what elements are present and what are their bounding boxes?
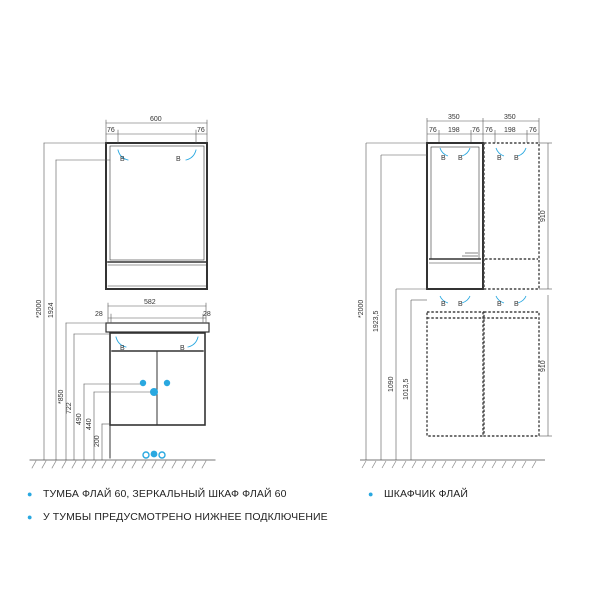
right-height-2000: *2000 [358, 300, 365, 318]
right-inset-6: 76 [529, 127, 537, 134]
legend-item-bottom-connection: ● У ТУМБЫ ПРЕДУСМОТРЕНО НИЖНЕЕ ПОДКЛЮЧЕНИ… [27, 511, 328, 523]
left-height-722: 722 [66, 402, 73, 414]
legend-text: ШКАФЧИК ФЛАЙ [384, 488, 469, 500]
right-width-dimensions [426, 118, 540, 143]
upper-cabinet [426, 142, 484, 290]
right-inset-5: 198 [504, 127, 516, 134]
upper-hinge-4: B [514, 155, 519, 162]
legend-text: У ТУМБЫ ПРЕДУСМОТРЕНО НИЖНЕЕ ПОДКЛЮЧЕНИЕ [43, 511, 328, 523]
mirror-inset-left-label: 76 [107, 127, 115, 134]
mirror-hinge-marks [117, 149, 197, 161]
plumbing-connections [139, 379, 171, 459]
left-height-490: 490 [76, 413, 83, 425]
bullet-icon: ● [27, 489, 33, 499]
technical-drawing: B B 600 76 76 582 28 28 [29, 114, 552, 469]
vanity-side-left-label: 28 [95, 311, 103, 318]
left-height-2000: *2000 [36, 300, 43, 318]
right-section-height-bottom: 910 [540, 360, 547, 372]
left-height-dimensions [43, 142, 151, 461]
vanity-width-label: 582 [144, 299, 156, 306]
right-assembly: 350 350 76 198 76 76 198 76 B B B [358, 114, 552, 469]
vanity-hinge-mark-left: B [120, 345, 125, 352]
mirror-hinge-mark-right: B [176, 156, 181, 163]
right-inset-2: 198 [448, 127, 460, 134]
right-inset-4: 76 [485, 127, 493, 134]
right-width-left: 350 [448, 114, 460, 121]
right-width-right: 350 [504, 114, 516, 121]
mirror-width-label: 600 [150, 116, 162, 123]
upper-hinge-1: B [441, 155, 446, 162]
upper-hinge-2: B [458, 155, 463, 162]
right-inset-3: 76 [472, 127, 480, 134]
lower-hinge-3: B [497, 301, 502, 308]
left-height-850: *850 [58, 389, 65, 404]
right-section-height-top: 910 [540, 210, 547, 222]
mirror-hinge-mark-left: B [120, 156, 125, 163]
mirror-width-dimension [105, 119, 208, 144]
mirror-cabinet [105, 142, 208, 290]
vanity [105, 322, 210, 459]
upper-hinge-3: B [497, 155, 502, 162]
lower-hinge-2: B [458, 301, 463, 308]
upper-cabinet-alt [483, 142, 540, 290]
right-inset-1: 76 [429, 127, 437, 134]
left-height-1924: 1924 [48, 302, 55, 318]
floor-hatch-left [31, 460, 207, 469]
right-section-dimensions [539, 142, 552, 437]
legend-text: ТУМБА ФЛАЙ 60, ЗЕРКАЛЬНЫЙ ШКАФ ФЛАЙ 60 [43, 488, 287, 500]
left-height-200: 200 [94, 435, 101, 447]
right-height-1090: 1090 [388, 376, 395, 392]
legend-item-vanity-mirror: ● ТУМБА ФЛАЙ 60, ЗЕРКАЛЬНЫЙ ШКАФ ФЛАЙ 60 [27, 488, 287, 500]
lower-hinge-marks [439, 295, 527, 304]
vanity-hinge-marks [115, 336, 199, 348]
mirror-inset-right-label: 76 [197, 127, 205, 134]
lower-cabinet [426, 311, 540, 437]
right-height-dimensions [365, 142, 427, 460]
left-height-440: 440 [86, 418, 93, 430]
upper-hinge-marks [439, 147, 527, 157]
right-height-1923-5: 1923,5 [373, 310, 380, 332]
vanity-side-right-label: 28 [203, 311, 211, 318]
bullet-icon: ● [27, 512, 33, 522]
left-assembly: B B 600 76 76 582 28 28 [29, 116, 216, 469]
vanity-hinge-mark-right: B [180, 345, 185, 352]
lower-hinge-1: B [441, 301, 446, 308]
lower-hinge-4: B [514, 301, 519, 308]
legend-item-cabinet: ● ШКАФЧИК ФЛАЙ [368, 488, 468, 500]
floor-hatch-right [361, 460, 537, 469]
bullet-icon: ● [368, 489, 374, 499]
vanity-width-dimension [107, 302, 207, 323]
right-height-1013-5: 1013,5 [403, 378, 410, 400]
